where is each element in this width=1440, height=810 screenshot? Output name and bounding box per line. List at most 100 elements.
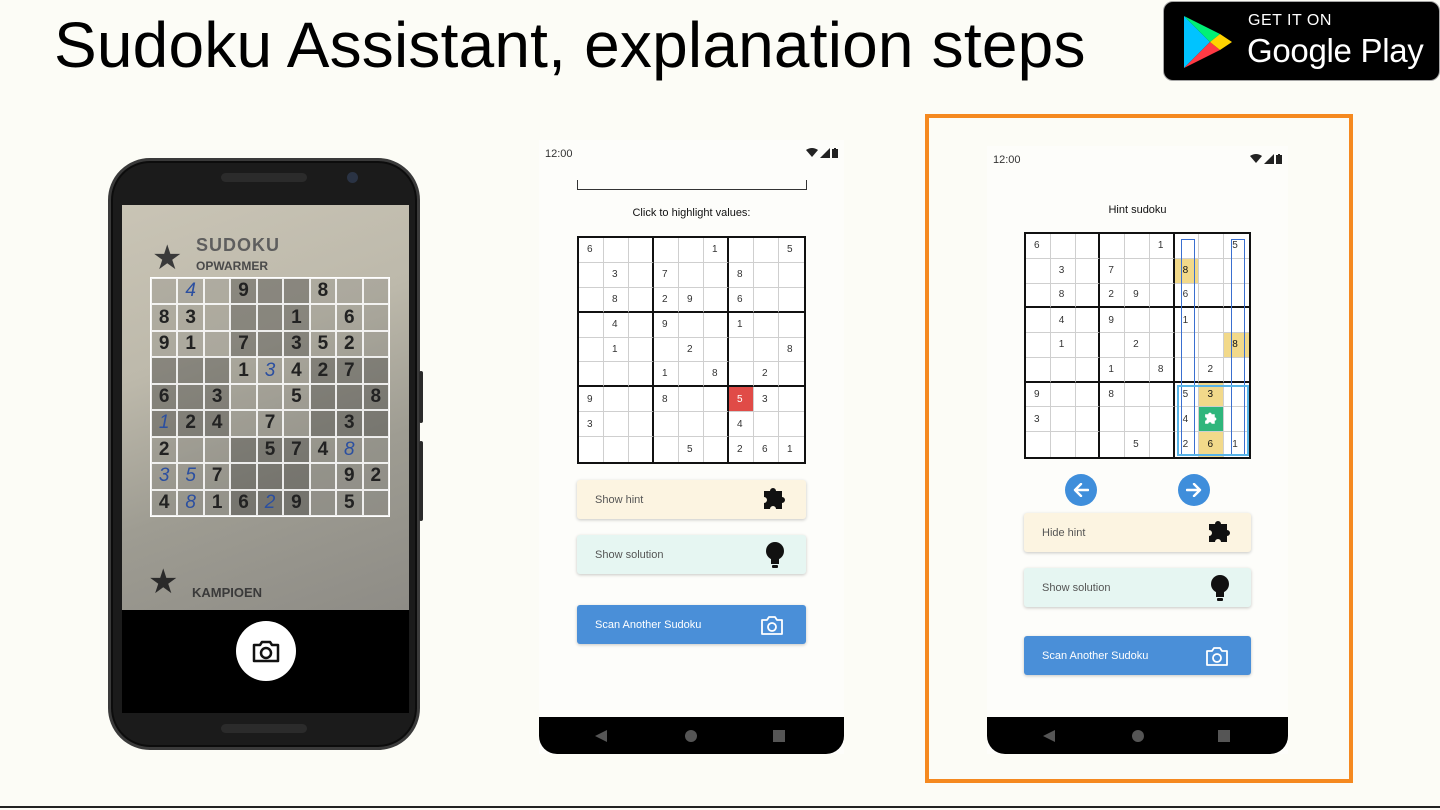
sudoku-cell[interactable]	[579, 337, 604, 363]
sudoku-cell[interactable]: 6	[1026, 234, 1051, 259]
sudoku-cell[interactable]: 1	[729, 312, 754, 338]
scan-another-sudoku-button[interactable]: Scan Another Sudoku	[577, 605, 806, 644]
sudoku-cell[interactable]	[704, 287, 729, 313]
sudoku-cell[interactable]	[679, 262, 704, 288]
sudoku-cell[interactable]	[679, 312, 704, 338]
sudoku-cell[interactable]: 4	[604, 312, 629, 338]
sudoku-cell[interactable]: 2	[729, 437, 754, 462]
sudoku-cell[interactable]: 2	[1100, 283, 1126, 309]
sudoku-cell[interactable]	[629, 412, 654, 438]
sudoku-cell[interactable]	[1174, 234, 1200, 259]
sudoku-cell[interactable]	[779, 387, 804, 413]
sudoku-cell[interactable]	[754, 412, 779, 438]
sudoku-cell[interactable]: 1	[1224, 432, 1249, 457]
sudoku-cell[interactable]	[1075, 382, 1101, 408]
sudoku-cell[interactable]	[604, 362, 629, 388]
sudoku-cell[interactable]	[754, 337, 779, 363]
sudoku-cell[interactable]	[729, 362, 754, 388]
sudoku-cell[interactable]	[679, 412, 704, 438]
sudoku-cell[interactable]	[579, 287, 604, 313]
sudoku-cell[interactable]	[629, 362, 654, 388]
sudoku-cell[interactable]	[679, 238, 704, 263]
sudoku-cell[interactable]: 8	[704, 362, 729, 388]
sudoku-cell[interactable]	[1149, 407, 1175, 433]
sudoku-cell[interactable]	[1149, 333, 1175, 358]
sudoku-cell[interactable]	[629, 337, 654, 363]
sudoku-cell[interactable]	[1026, 283, 1051, 309]
sudoku-cell[interactable]	[629, 262, 654, 288]
sudoku-cell[interactable]: 9	[1100, 308, 1126, 334]
sudoku-cell[interactable]	[729, 238, 754, 263]
sudoku-cell[interactable]: 3	[1050, 258, 1076, 284]
sudoku-cell[interactable]	[654, 412, 679, 438]
hide-hint-button[interactable]: Hide hint	[1024, 513, 1251, 552]
sudoku-cell[interactable]	[679, 387, 704, 413]
sudoku-cell[interactable]	[679, 362, 704, 388]
sudoku-cell[interactable]	[779, 288, 804, 313]
show-solution-button[interactable]: Show solution	[1024, 568, 1251, 607]
sudoku-cell[interactable]: 4	[1174, 407, 1200, 433]
sudoku-cell[interactable]	[1224, 308, 1249, 334]
sudoku-cell[interactable]	[1125, 308, 1150, 334]
sudoku-cell[interactable]	[654, 238, 679, 263]
sudoku-cell[interactable]: 8	[1100, 382, 1126, 408]
nav-back-icon[interactable]	[595, 730, 607, 742]
sudoku-cell[interactable]	[629, 238, 654, 263]
sudoku-cell[interactable]: 1	[1050, 333, 1076, 358]
sudoku-cell[interactable]: 6	[1174, 283, 1200, 309]
sudoku-cell[interactable]	[1125, 382, 1150, 408]
sudoku-cell[interactable]: 8	[1174, 258, 1200, 284]
sudoku-cell[interactable]	[1050, 234, 1076, 259]
sudoku-cell[interactable]: 8	[654, 387, 679, 413]
sudoku-cell[interactable]	[779, 263, 804, 288]
sudoku-cell[interactable]	[1100, 432, 1126, 457]
sudoku-cell[interactable]: 9	[1125, 283, 1150, 309]
sudoku-cell[interactable]: 1	[779, 437, 804, 462]
sudoku-cell[interactable]: 2	[754, 362, 779, 388]
sudoku-cell[interactable]	[1149, 382, 1175, 408]
sudoku-cell[interactable]: 8	[1149, 357, 1175, 383]
scan-another-sudoku-button[interactable]: Scan Another Sudoku	[1024, 636, 1251, 675]
sudoku-cell[interactable]	[1026, 357, 1051, 383]
sudoku-cell[interactable]	[1224, 358, 1249, 383]
sudoku-cell[interactable]	[1149, 283, 1175, 309]
sudoku-cell[interactable]	[779, 362, 804, 388]
sudoku-cell[interactable]: 2	[679, 337, 704, 363]
sudoku-cell[interactable]	[1224, 284, 1249, 309]
sudoku-cell[interactable]	[629, 437, 654, 462]
sudoku-cell[interactable]	[1075, 308, 1101, 334]
sudoku-cell[interactable]	[779, 313, 804, 338]
sudoku-cell[interactable]	[1075, 234, 1101, 259]
sudoku-cell[interactable]	[754, 312, 779, 338]
sudoku-cell[interactable]	[1125, 258, 1150, 284]
sudoku-cell[interactable]	[604, 412, 629, 438]
sudoku-cell[interactable]	[1050, 382, 1076, 408]
show-solution-button[interactable]: Show solution	[577, 535, 806, 574]
sudoku-cell[interactable]	[1075, 258, 1101, 284]
sudoku-cell[interactable]: 5	[1125, 432, 1150, 457]
sudoku-cell[interactable]	[1150, 432, 1175, 457]
sudoku-cell[interactable]: 6	[754, 437, 779, 462]
sudoku-cell[interactable]: 2	[654, 287, 679, 313]
sudoku-cell[interactable]: 1	[1100, 357, 1126, 383]
sudoku-cell[interactable]	[629, 287, 654, 313]
google-play-badge[interactable]: GET IT ON Google Play	[1163, 1, 1440, 81]
sudoku-cell[interactable]	[1125, 234, 1150, 259]
sudoku-cell[interactable]	[654, 337, 679, 363]
sudoku-cell[interactable]	[1026, 432, 1051, 457]
sudoku-cell[interactable]: 9	[654, 312, 679, 338]
sudoku-cell[interactable]	[1224, 383, 1249, 408]
sudoku-cell[interactable]	[604, 437, 629, 462]
sudoku-cell[interactable]	[1224, 259, 1249, 284]
nav-home-icon[interactable]	[685, 730, 697, 742]
sudoku-cell[interactable]: 4	[1050, 308, 1076, 334]
sudoku-cell[interactable]: 5	[1174, 382, 1200, 408]
sudoku-cell[interactable]	[1100, 407, 1126, 433]
sudoku-cell[interactable]	[1125, 357, 1150, 383]
sudoku-cell[interactable]	[1199, 333, 1225, 358]
sudoku-cell[interactable]	[704, 262, 729, 288]
sudoku-cell[interactable]	[729, 337, 754, 363]
sudoku-cell[interactable]: 2	[1199, 357, 1225, 383]
sudoku-cell[interactable]	[754, 238, 779, 263]
